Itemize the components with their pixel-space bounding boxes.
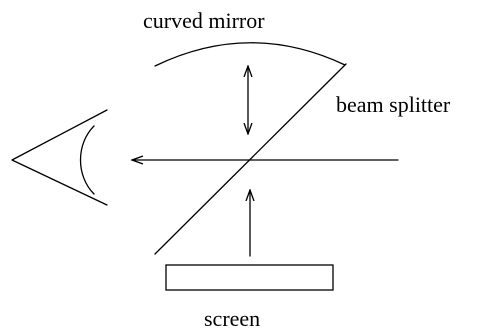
beam-splitter: [154, 63, 347, 255]
curved-mirror: [154, 42, 346, 67]
screen-label: screen: [204, 306, 260, 331]
screen-box: [165, 264, 334, 291]
eye-icon: [11, 109, 108, 206]
beam-splitter-label: beam splitter: [336, 92, 451, 117]
curved-mirror-label: curved mirror: [143, 8, 265, 33]
